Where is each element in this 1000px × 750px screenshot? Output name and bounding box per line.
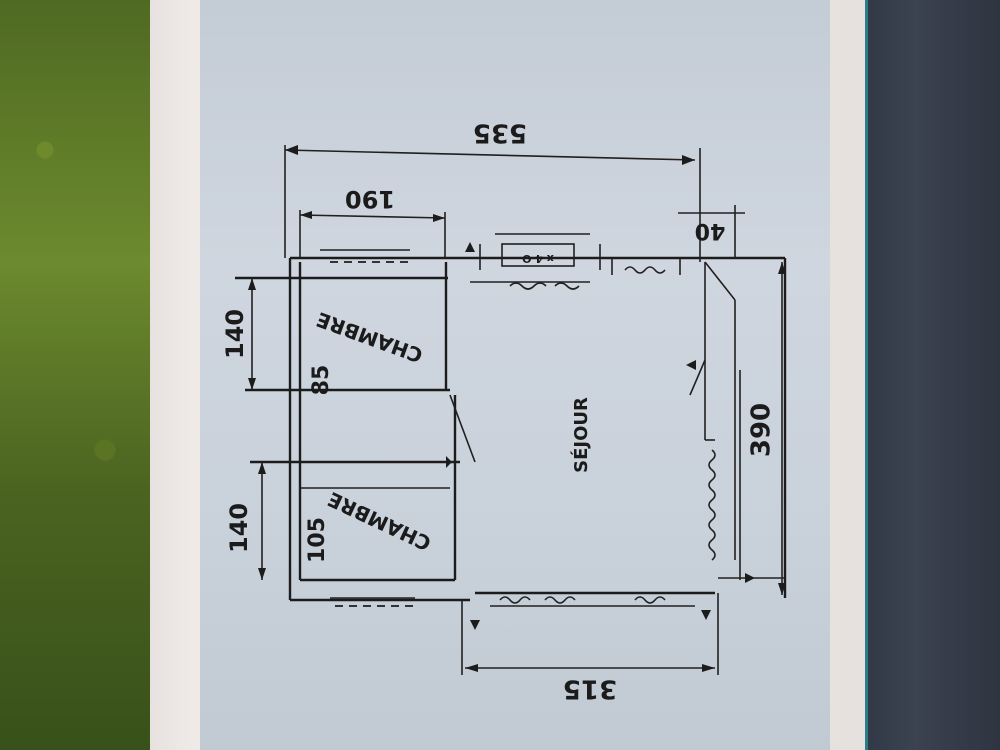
grass-background (0, 0, 150, 750)
dim-width-top: 535 (473, 118, 527, 148)
door-markers (446, 242, 755, 630)
dim-bedroom1-height: 140 (221, 309, 249, 359)
dim-corridor: 85 (309, 365, 334, 396)
windows (320, 249, 415, 607)
dim-bottom-width: 315 (563, 674, 617, 704)
room-label-living: SÉJOUR (570, 397, 592, 473)
radiator-bottom (490, 596, 695, 607)
room-label-bedroom-2: CHAMBRE (324, 487, 435, 556)
room-label-bedroom-1: CHAMBRE (313, 307, 426, 368)
blueprint-sheet (200, 0, 830, 750)
kitchen-label: x 4 O (522, 252, 554, 265)
dark-surface (860, 0, 1000, 750)
dim-bedroom-width: 190 (345, 185, 395, 213)
radiator-top (611, 258, 681, 275)
balcony (689, 261, 785, 580)
dim-total-height: 390 (747, 403, 777, 457)
dim-closet: 105 (305, 517, 330, 563)
kitchen-block: x 4 O (470, 233, 601, 290)
bedroom-walls (235, 262, 476, 600)
dim-small: 40 (695, 218, 726, 243)
dimension-lines (248, 145, 786, 675)
dim-bedroom2-height: 140 (225, 503, 253, 553)
